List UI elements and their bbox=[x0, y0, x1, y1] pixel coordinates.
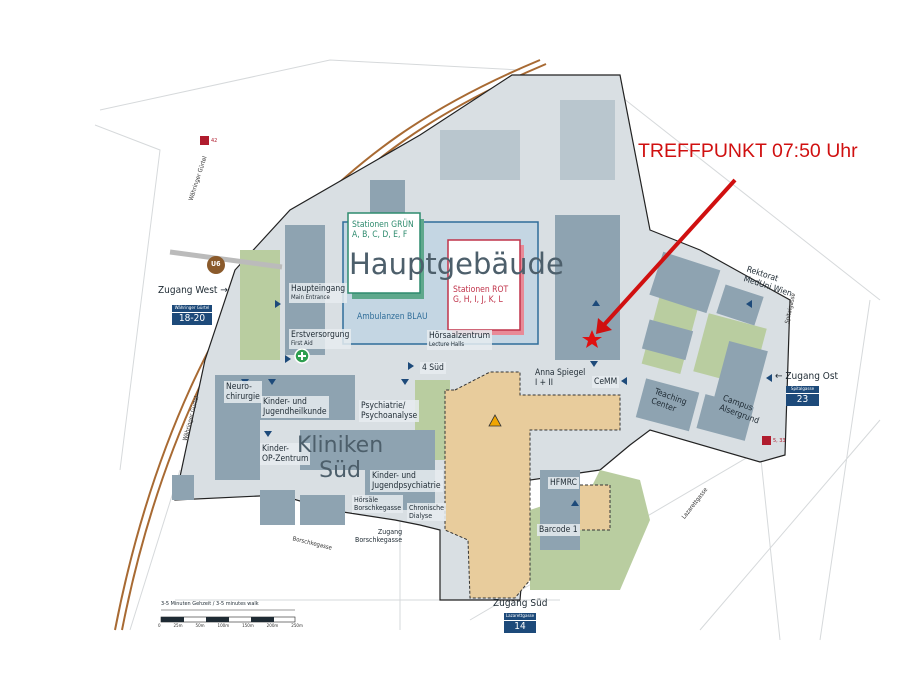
stationen-rot-box bbox=[447, 239, 521, 331]
kjp-l2: Jugendpsychiatrie bbox=[372, 481, 441, 491]
stationen-gruen-label: Stationen GRÜN A, B, C, D, E, F bbox=[352, 220, 414, 240]
meeting-point-arrow bbox=[601, 178, 737, 328]
kj-l1: Kinder- und bbox=[263, 397, 307, 407]
neuro-l2: chirurgie bbox=[226, 392, 260, 402]
u6-label: U6 bbox=[211, 260, 221, 268]
psych-l2: Psychoanalyse bbox=[361, 411, 418, 421]
stationen-rot-title: Stationen ROT bbox=[453, 285, 509, 295]
kop-l2: OP-Zentrum bbox=[262, 454, 309, 464]
scale-tick: 25m bbox=[173, 624, 183, 629]
lecture-en: Lecture Halls bbox=[429, 341, 465, 348]
bus-icon bbox=[762, 436, 771, 445]
meeting-point-star-icon bbox=[582, 330, 602, 348]
dia-l2: Dialyse bbox=[409, 512, 433, 520]
bus-stop-north-lines: 42 bbox=[211, 137, 218, 144]
scale-tick: 150m bbox=[242, 624, 254, 629]
stationen-rot-wards: G, H, I, J, K, L bbox=[453, 295, 503, 305]
psychiatrie-label: Psychiatrie/Psychoanalyse bbox=[359, 400, 420, 422]
kj-l2: Jugendheilkunde bbox=[263, 407, 327, 417]
scale-tick: 50m bbox=[195, 624, 205, 629]
first-aid-en: First Aid bbox=[291, 340, 313, 347]
bus-stop-east-lines: 5, 33 bbox=[773, 437, 786, 444]
construction-zone bbox=[444, 371, 621, 599]
dia-l1: Chronische bbox=[409, 504, 445, 512]
ambulanzen-blau-label: Ambulanzen BLAU bbox=[357, 312, 428, 322]
cemm-label: CeMM bbox=[592, 376, 620, 388]
hfmrc-label: HFMRC bbox=[548, 477, 579, 489]
scale-tick: 200m bbox=[266, 624, 279, 629]
south-number: 14 bbox=[514, 621, 526, 632]
west-street: Währinger Gürtel bbox=[172, 305, 212, 313]
u6-line bbox=[169, 249, 283, 270]
scale-bar bbox=[160, 609, 296, 623]
zb-l1: Zugang bbox=[377, 528, 403, 536]
hs-l2: Borschkegasse bbox=[354, 504, 402, 512]
zugang-ost-label: ← Zugang Ost bbox=[775, 371, 839, 382]
zb-l2: Borschkegasse bbox=[355, 536, 403, 544]
scale-ticks: 0 25m 50m 100m 150m 200m 250m bbox=[158, 624, 303, 629]
main-building-title: Hauptgebäude bbox=[349, 247, 564, 281]
stationen-gruen-wards: A, B, C, D, E, F bbox=[352, 230, 408, 240]
anna-spiegel-l2: I + II bbox=[535, 378, 554, 388]
west-number: 18-20 bbox=[178, 313, 206, 324]
east-number: 23 bbox=[796, 394, 809, 405]
main-entrance-en: Main Entrance bbox=[291, 294, 330, 301]
south-street: Lazarettgasse bbox=[504, 614, 536, 621]
bus-stop-east: 5, 33 bbox=[762, 436, 786, 445]
bus-stop-north: 42 bbox=[200, 136, 217, 145]
kinder-op-label: Kinder-OP-Zentrum bbox=[260, 443, 311, 465]
neurochirurgie-label: Neuro-chirurgie bbox=[224, 381, 262, 403]
kop-l1: Kinder- bbox=[262, 444, 289, 454]
lecture-de: Hörsaalzentrum bbox=[429, 331, 491, 341]
zugang-sued-label: Zugang Süd bbox=[493, 598, 548, 609]
kjp-l1: Kinder- und bbox=[372, 471, 416, 481]
east-street: Spitalgasse bbox=[786, 386, 819, 394]
zugang-west-label: Zugang West → bbox=[158, 285, 228, 296]
bus-icon bbox=[200, 136, 209, 145]
u6-station-icon bbox=[207, 256, 225, 274]
4-sued-label: 4 Süd bbox=[420, 362, 446, 374]
stationen-gruen-box bbox=[347, 212, 421, 294]
ks-l2: Süd bbox=[319, 458, 362, 483]
psych-l1: Psychiatrie/ bbox=[361, 401, 406, 411]
anna-spiegel-l1: Anna Spiegel bbox=[535, 368, 586, 378]
first-aid-de: Erstversorgung bbox=[291, 330, 350, 340]
scale-tick: 0 bbox=[158, 624, 161, 629]
neuro-l1: Neuro- bbox=[226, 382, 252, 392]
barcode-label: Barcode 1 bbox=[537, 524, 580, 536]
main-entrance-de: Haupteingang bbox=[291, 284, 346, 294]
scale-tick: 250m bbox=[291, 624, 303, 629]
hs-l1: Hörsäle bbox=[354, 496, 378, 504]
entrance-arrow-icons bbox=[241, 300, 772, 506]
scale-tick: 100m bbox=[217, 624, 230, 629]
ks-l1: Kliniken bbox=[297, 433, 384, 458]
stationen-gruen-title: Stationen GRÜN bbox=[352, 220, 414, 230]
scale-title: 3-5 Minuten Gehzeit / 3-5 minutes walk bbox=[161, 601, 259, 607]
stationen-rot-label: Stationen ROT G, H, I, J, K, L bbox=[453, 285, 508, 305]
warning-icon bbox=[488, 414, 502, 427]
meeting-point-label: TREFFPUNKT 07:50 Uhr bbox=[638, 140, 858, 162]
